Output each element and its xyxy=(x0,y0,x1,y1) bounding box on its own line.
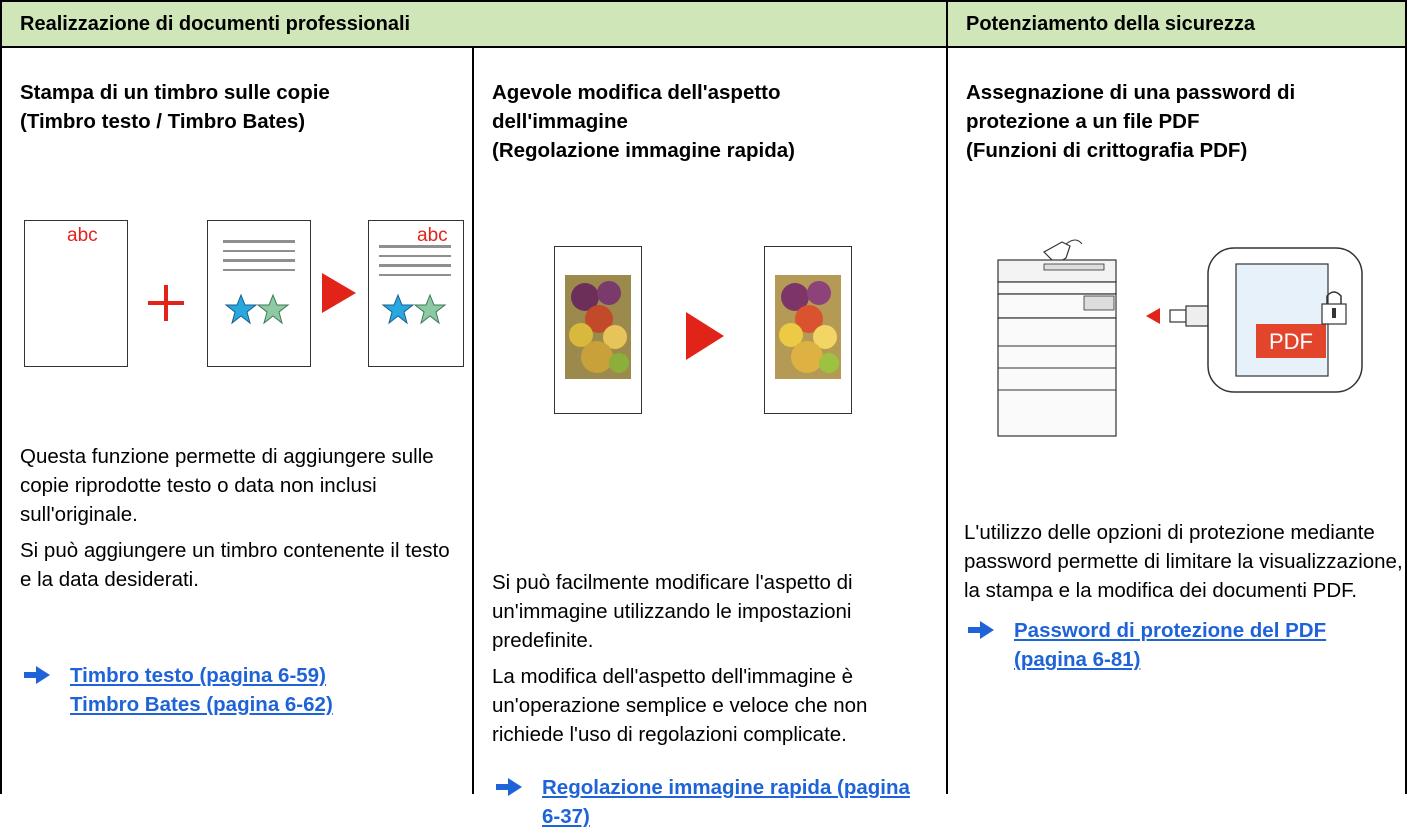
pdf-label: PDF xyxy=(1269,329,1313,354)
link-timbro-bates[interactable]: Timbro Bates (pagina 6-62) xyxy=(70,693,333,716)
text-lines xyxy=(379,245,451,283)
feature-description: Questa funzione permette di aggiungere s… xyxy=(20,445,450,591)
feature-title: Assegnazione di una password di protezio… xyxy=(966,81,1296,162)
fruit-photo-original xyxy=(565,275,631,379)
adjusted-image-sheet xyxy=(764,246,852,414)
printer-icon xyxy=(997,239,1117,437)
stamp-sheet: abc xyxy=(24,220,128,367)
section-title: Realizzazione di documenti professionali xyxy=(20,12,411,35)
feature-title: Stampa di un timbro sulle copie (Timbro … xyxy=(20,81,330,133)
link-password-pdf[interactable]: Password di protezione del PDF (pagina 6… xyxy=(1014,619,1327,671)
arrow-right-icon xyxy=(496,778,522,796)
link-timbro-testo[interactable]: Timbro testo (pagina 6-59) xyxy=(70,664,326,687)
feature-title: Agevole modifica dell'aspetto dell'immag… xyxy=(492,81,795,162)
stamp-text: abc xyxy=(417,225,448,246)
text-lines xyxy=(223,240,295,278)
original-image-sheet xyxy=(554,246,642,414)
arrow-right-icon xyxy=(24,666,50,684)
section-title: Potenziamento della sicurezza xyxy=(966,12,1255,35)
stars-icon xyxy=(381,293,447,325)
arrow-right-icon xyxy=(968,621,994,639)
section-header-documents: Realizzazione di documenti professionali xyxy=(0,0,948,48)
feature-column-stamp: Stampa di un timbro sulle copie (Timbro … xyxy=(0,48,474,794)
link-regolazione-immagine[interactable]: Regolazione immagine rapida (pagina 6-37… xyxy=(542,776,910,828)
fruit-photo-adjusted xyxy=(775,275,841,379)
arrow-right-icon xyxy=(322,273,356,313)
stamped-copy-sheet: abc xyxy=(368,220,464,367)
stamp-text: abc xyxy=(67,225,98,246)
stars-icon xyxy=(224,293,290,325)
reference-links: Password di protezione del PDF (pagina 6… xyxy=(968,616,1354,674)
plus-icon xyxy=(148,285,184,321)
arrow-right-icon xyxy=(686,312,724,360)
feature-column-pdf-security: Assegnazione di una password di protezio… xyxy=(946,48,1407,794)
section-header-security: Potenziamento della sicurezza xyxy=(946,0,1407,48)
feature-description: L'utilizzo delle opzioni di protezione m… xyxy=(964,521,1403,602)
reference-links: Regolazione immagine rapida (pagina 6-37… xyxy=(496,773,932,831)
reference-links: Timbro testo (pagina 6-59) Timbro Bates … xyxy=(24,661,333,719)
secured-pdf-icon: PDF xyxy=(1207,247,1363,393)
original-sheet xyxy=(207,220,311,367)
feature-description: Si può facilmente modificare l'aspetto d… xyxy=(492,571,868,746)
usb-drive-icon xyxy=(1146,305,1215,327)
feature-column-image-adjust: Agevole modifica dell'aspetto dell'immag… xyxy=(472,48,948,828)
